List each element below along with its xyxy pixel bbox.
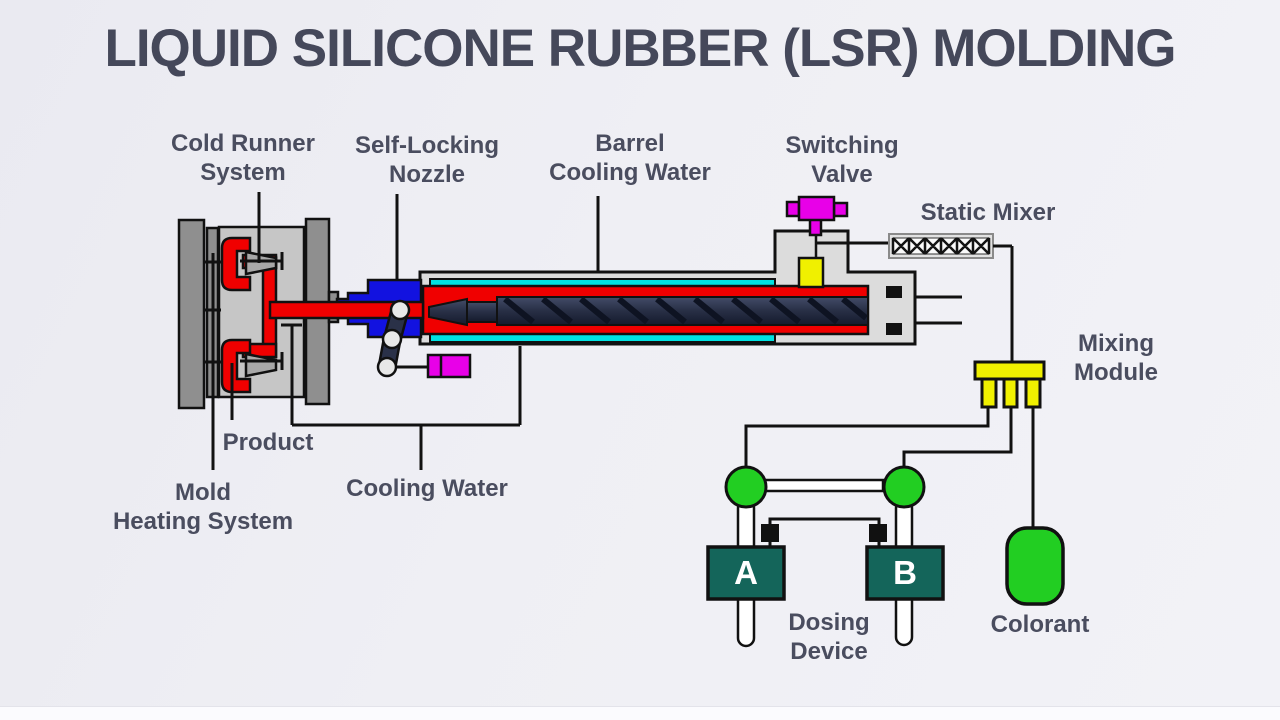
static-mixer [888,233,1014,362]
colorant-tank [1005,526,1065,606]
tank-a-label: A [734,554,758,591]
module-stub-1 [980,377,998,409]
screw-shaft [466,301,498,323]
pump-pipe-horizontal [762,478,885,493]
tank-a [706,545,786,601]
module-stub-2 [1002,377,1019,409]
label-mold-heating-system: Mold Heating System [112,479,294,536]
ejector-pin-top [240,252,284,270]
valve-stem [808,217,823,237]
dosing-device [706,465,945,648]
label-self-locking-nozzle: Self-Locking Nozzle [354,132,500,189]
valve-body [797,195,836,222]
product-cavity-bottom [220,338,252,394]
page-title: LIQUID SILICONE RUBBER (LSR) MOLDING [104,19,1176,78]
nozzle-channel [268,300,425,320]
linkage-joint-3 [376,356,398,378]
supply-line-a [744,407,990,467]
bottom-strip [0,706,1280,720]
heater-ticks [205,260,221,364]
label-static-mixer: Static Mixer [920,199,1056,226]
callout-lines [230,192,600,470]
module-stub-3 [1024,377,1042,409]
valve-a [761,524,779,542]
valve-link-line [768,517,881,548]
label-mixing-module: Mixing Module [1074,330,1158,387]
self-locking-nozzle [268,278,472,379]
mixer-elements [891,237,991,255]
valve-ear-right [832,201,849,218]
screw-tip [428,297,468,327]
valve-b [869,524,887,542]
valve-ear-left [785,200,801,218]
outlet-block-bottom [886,323,902,335]
injection-unit [418,229,962,346]
label-product: Product [222,429,314,456]
actuator-box [426,353,472,379]
valve-port [797,256,825,289]
supply-line-b [902,407,1013,467]
label-cold-runner-system: Cold Runner System [171,130,315,187]
label-colorant: Colorant [990,611,1090,638]
screw-flights [503,296,868,325]
mixer-outlet-line [993,244,1014,362]
mixing-module [744,360,1046,528]
product-cavity-top [220,236,252,292]
mold-clamp-plate-left [177,218,206,410]
label-switching-valve: Switching Valve [785,132,899,189]
colorant-unit [1005,526,1065,606]
mold-core-top [244,250,278,276]
label-dosing-device: Dosing Device [788,609,870,666]
switching-valve [785,195,889,258]
tank-b [865,545,945,601]
tank-b-label: B [893,554,917,591]
label-cooling-water: Cooling Water [346,475,508,502]
pump-a [724,465,768,509]
linkage-joint-2 [381,328,403,350]
ejector-pin-bottom [240,352,284,370]
cooling-water-bracket [281,323,522,470]
outlet-block-top [886,286,902,298]
label-barrel-cooling-water: Barrel Cooling Water [549,130,711,187]
pump-b [882,465,926,509]
linkage-joint-1 [389,299,411,321]
